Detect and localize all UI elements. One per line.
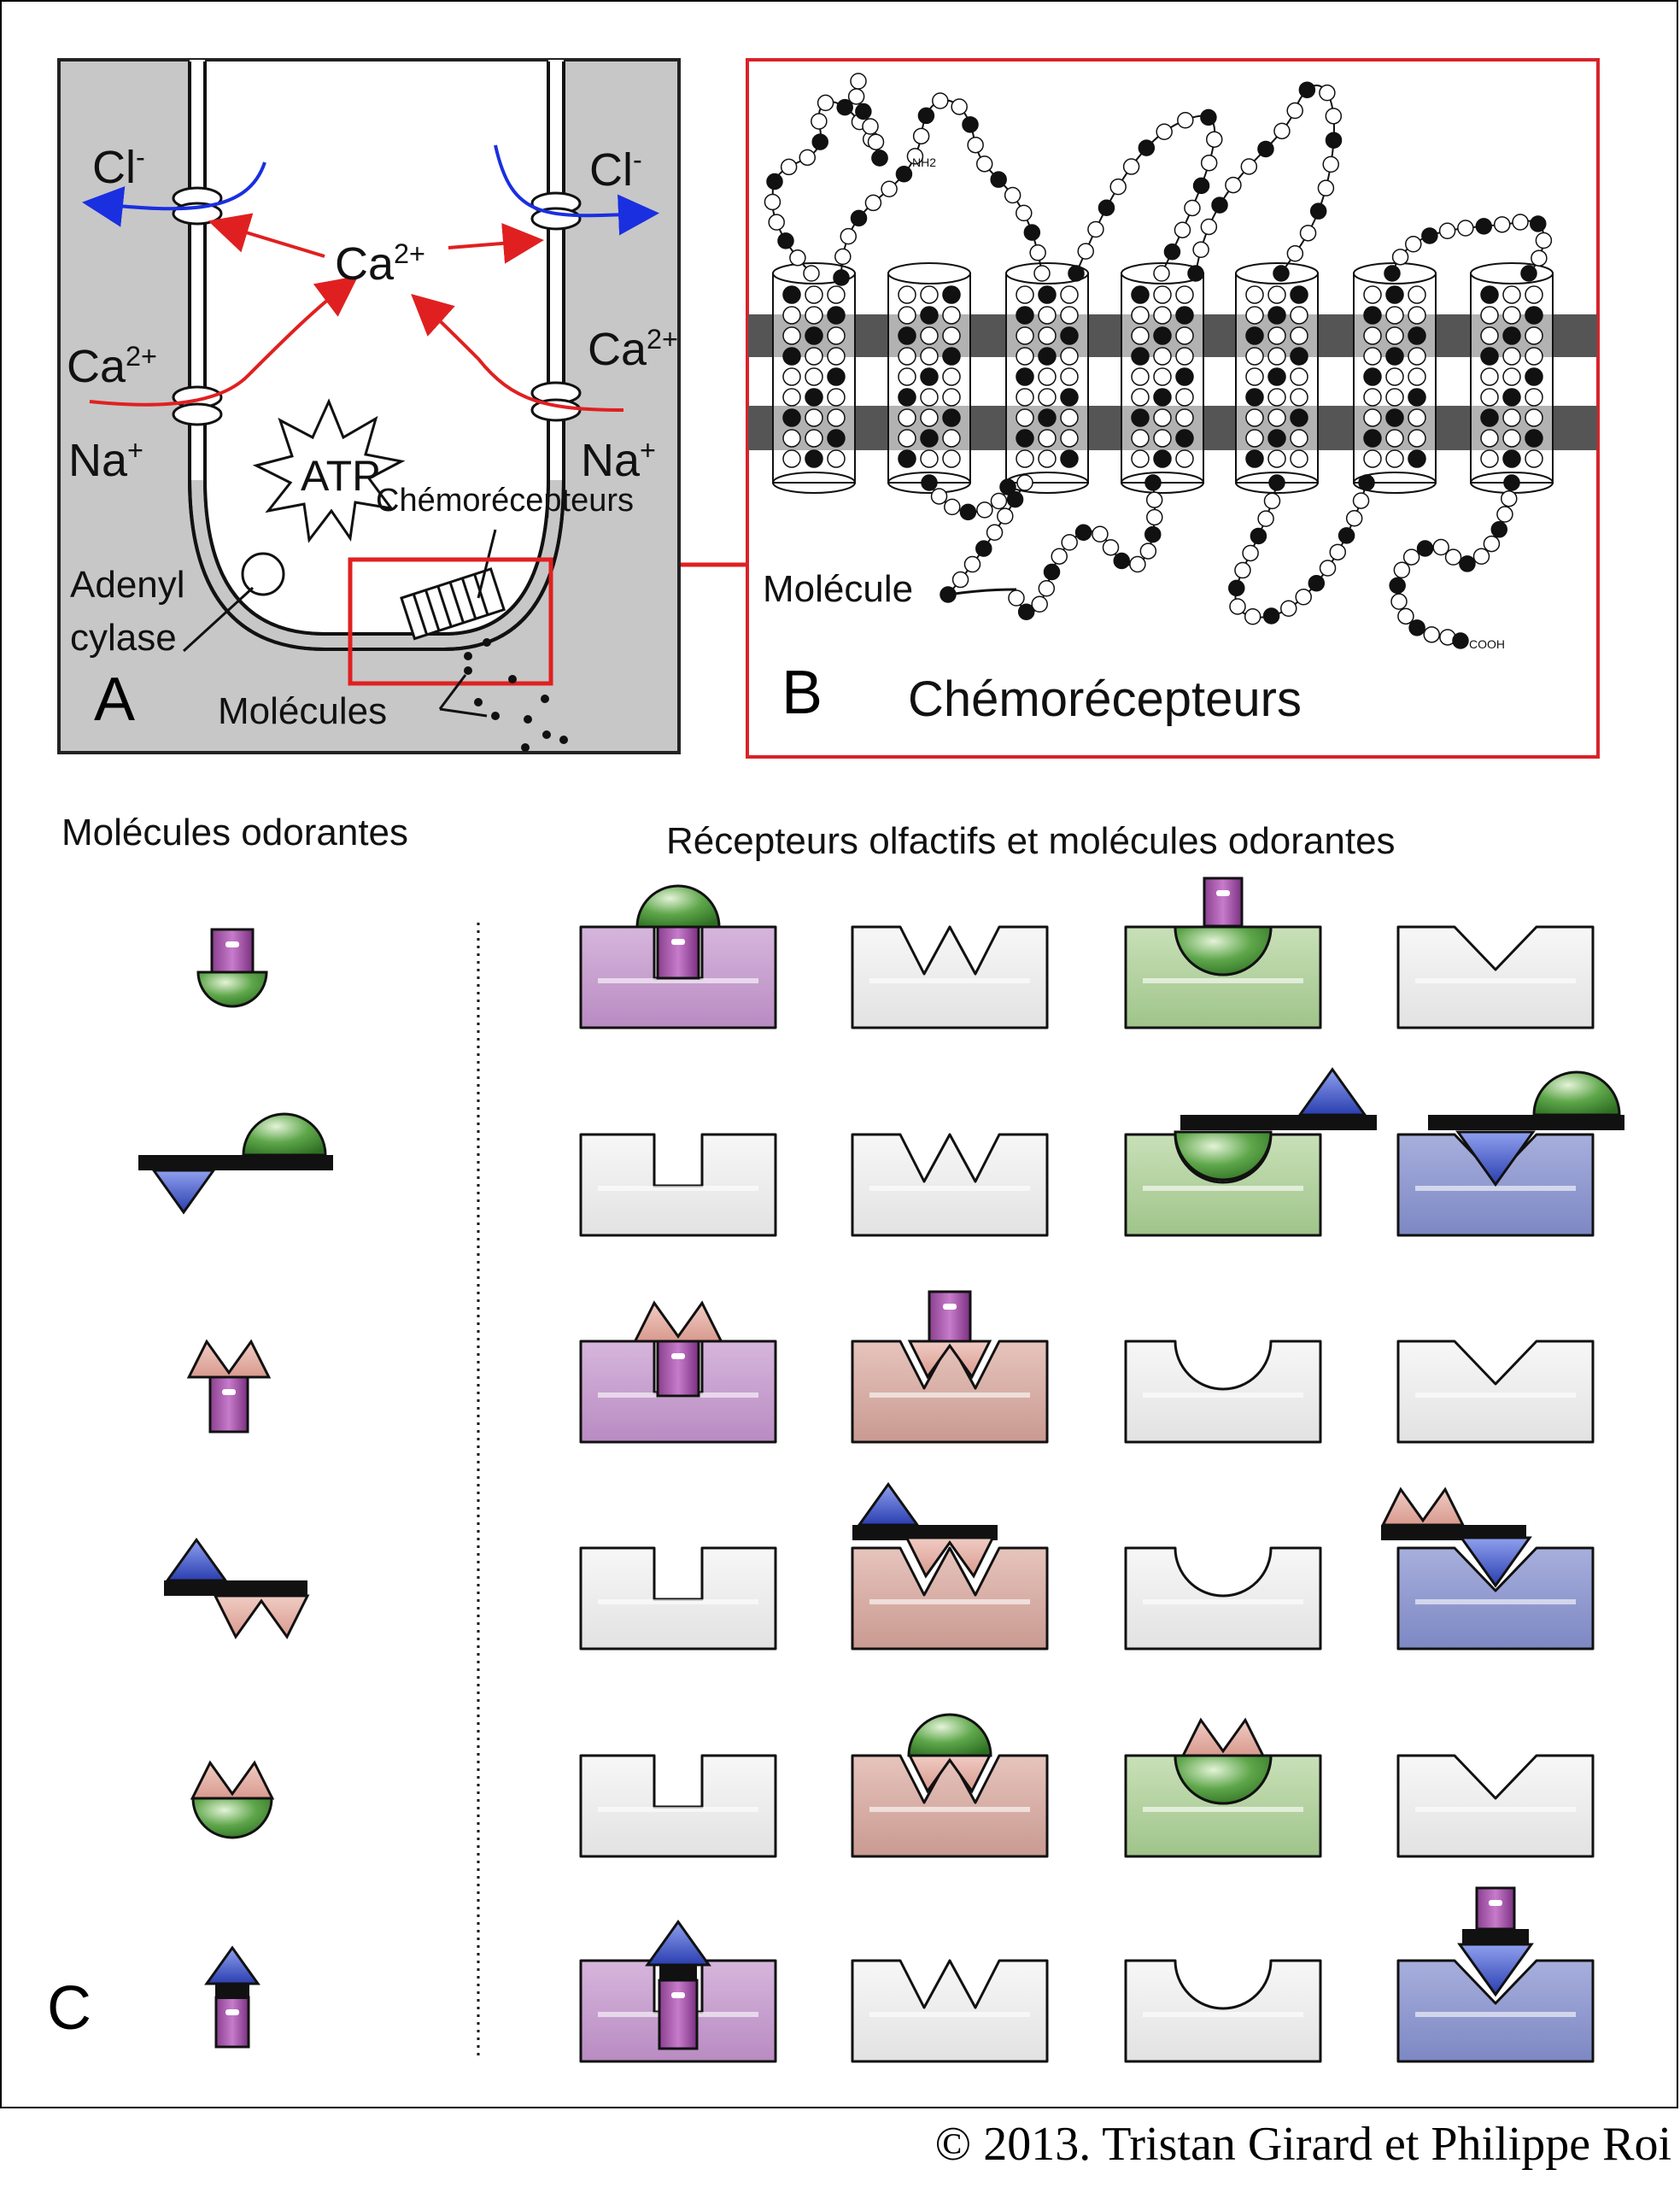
- adenyl-cyclase-icon: [241, 552, 285, 596]
- odorant-molecule-5: [190, 1760, 275, 1839]
- panel-b-letter: B: [781, 659, 823, 727]
- cl-flow-left: [82, 161, 266, 227]
- receptor-6-2: [851, 1959, 1049, 2063]
- nh2-label: NH2: [912, 155, 937, 169]
- receptor-1-4: [1396, 925, 1595, 1029]
- receptor-3-2: [851, 1340, 1049, 1444]
- cylase-label: cylase: [70, 617, 177, 659]
- receptor-4-1: [579, 1546, 777, 1651]
- zoom-box: [348, 557, 553, 686]
- molecule-label: Molécule: [763, 568, 914, 610]
- figure-frame: [0, 0, 1678, 2108]
- bound-4-2: [852, 1481, 998, 1579]
- ca-flow-right: [411, 293, 624, 412]
- receptor-2-2: [851, 1133, 1049, 1237]
- chemoreceptor-icon: [400, 567, 506, 641]
- na-left-label: Na+: [68, 435, 143, 486]
- panel-b-title: Chémorécepteurs: [908, 671, 1302, 727]
- receptor-1-2: [851, 925, 1049, 1029]
- atp-star-icon: [252, 398, 406, 543]
- molecules-label: Molécules: [218, 690, 388, 732]
- transmembrane-helices: [772, 262, 1554, 494]
- cl-flow-right: [494, 144, 659, 236]
- membrane-left: [191, 62, 203, 480]
- receptor-2-1: [579, 1133, 777, 1237]
- receptor-3-3: [1124, 1340, 1322, 1444]
- bound-2-3: [1174, 1067, 1377, 1181]
- molecule-dots: [464, 638, 568, 752]
- adenyl-label: Adenyl: [70, 564, 185, 606]
- cooh-label: COOH: [1469, 637, 1505, 651]
- na-right-label: Na+: [581, 435, 656, 486]
- residue-chain: [764, 73, 1553, 649]
- odorant-molecules-title: Molécules odorantes: [61, 812, 409, 853]
- odorant-molecule-1: [196, 928, 268, 1008]
- receptors-title: Récepteurs olfactifs et molécules odoran…: [666, 820, 1396, 862]
- ca-flow-left: [89, 275, 359, 407]
- bound-6-4: [1457, 1886, 1534, 1997]
- bound-5-3: [1174, 1717, 1273, 1805]
- receptor-6-3: [1124, 1959, 1322, 2063]
- ca-arrow-left: [208, 213, 325, 258]
- odorant-molecule-6: [204, 1945, 260, 2049]
- receptor-4-2: [851, 1546, 1049, 1651]
- panel-c-letter: C: [47, 1974, 91, 2043]
- bound-4-4: [1380, 1486, 1532, 1588]
- bound-1-3: [1174, 877, 1273, 976]
- receptor-5-1: [579, 1754, 777, 1858]
- ca-left-label: Ca2+: [67, 341, 157, 392]
- odorant-molecule-2: [138, 1112, 333, 1215]
- helix-2: [887, 262, 971, 494]
- copyright-notice: © 2013. Tristan Girard et Philippe Roi: [934, 2118, 1671, 2171]
- receptor-4-3: [1124, 1546, 1322, 1651]
- cl-left-label: Cl-: [92, 142, 145, 193]
- bound-2-4: [1428, 1070, 1624, 1187]
- cl-right-label: Cl-: [589, 144, 642, 196]
- bound-6-1: [645, 1920, 711, 2050]
- bound-1-1: [635, 884, 721, 980]
- bound-3-1: [633, 1300, 723, 1398]
- molecules-column: [138, 928, 333, 2049]
- atp-label: ATP: [301, 452, 381, 500]
- odorant-molecule-4: [164, 1537, 310, 1639]
- ion-channel: [172, 186, 582, 426]
- chemoreceptors-label: Chémorécepteurs: [376, 483, 635, 519]
- receptor-4-4: [1396, 1546, 1595, 1651]
- receptor-6-4: [1396, 1959, 1595, 2063]
- ca-center-label: Ca2+: [335, 238, 425, 290]
- receptor-5-4: [1396, 1754, 1595, 1858]
- helix-4: [1121, 262, 1204, 494]
- ca-right-label: Ca2+: [588, 324, 678, 375]
- odorant-molecule-3: [186, 1339, 272, 1434]
- ca-arrow-right: [448, 222, 544, 264]
- panel-a-letter: A: [94, 665, 136, 734]
- bound-5-2: [907, 1713, 992, 1794]
- receptor-3-4: [1396, 1340, 1595, 1444]
- helix-6: [1353, 262, 1437, 494]
- receptor-5-2: [851, 1754, 1049, 1858]
- bound-3-2: [907, 1290, 992, 1380]
- membrane-right: [550, 62, 562, 480]
- helix-5: [1235, 262, 1319, 494]
- receptor-grid: [579, 877, 1624, 2063]
